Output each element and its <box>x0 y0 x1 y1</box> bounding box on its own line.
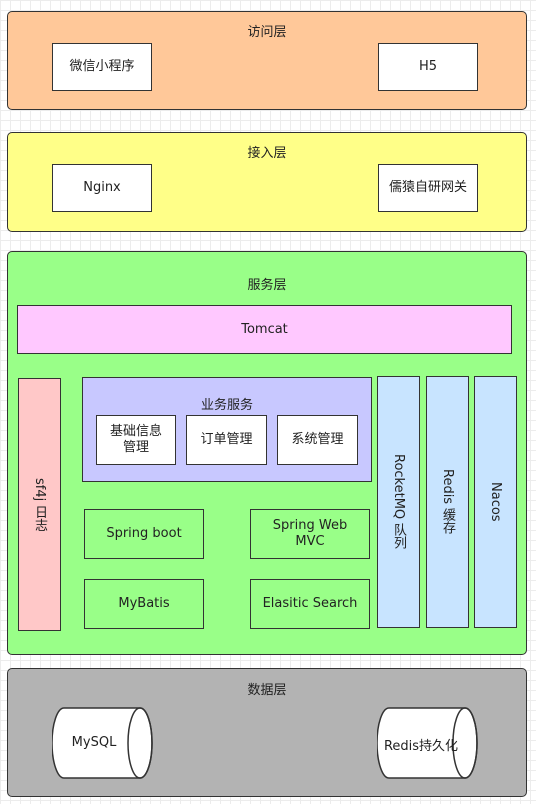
nacos-box: Nacos <box>474 376 517 628</box>
redis-cache-box: Redis 缓存 <box>426 376 469 628</box>
log-label: sf4j 日志 <box>32 477 47 532</box>
basic-info-label: 基础信息 管理 <box>109 424 162 455</box>
tomcat-label: Tomcat <box>241 322 288 337</box>
redis-cache-label: Redis 缓存 <box>440 469 455 535</box>
system-mgmt-box: 系统管理 <box>277 415 358 465</box>
redis-persist-label: Redis持久化 <box>383 739 459 754</box>
gateway-layer-title: 接入层 <box>247 146 287 161</box>
elasticsearch-box: Elasitic Search <box>250 579 370 629</box>
mybatis-box: MyBatis <box>84 579 204 629</box>
tomcat-box: Tomcat <box>17 305 512 354</box>
rocketmq-label: RocketMQ 队列 <box>391 454 406 550</box>
spring-web-mvc-label: Spring Web MVC <box>272 518 348 549</box>
data-layer-title: 数据层 <box>247 683 287 698</box>
service-layer-title: 服务层 <box>247 278 287 293</box>
nacos-label: Nacos <box>488 482 503 522</box>
mysql-cylinder-icon <box>52 707 153 779</box>
custom-gateway-box: 儒猿自研网关 <box>378 164 478 212</box>
basic-info-box: 基础信息 管理 <box>96 415 176 465</box>
business-service-title: 业务服务 <box>200 398 253 413</box>
mysql-label: MySQL <box>71 735 117 750</box>
spring-web-mvc-box: Spring Web MVC <box>250 509 370 559</box>
spring-boot-box: Spring boot <box>84 509 204 559</box>
access-layer-title: 访问层 <box>247 25 287 40</box>
order-mgmt-box: 订单管理 <box>186 415 267 465</box>
nginx-box: Nginx <box>52 164 152 212</box>
log-box: sf4j 日志 <box>18 378 61 631</box>
wechat-miniprogram-box: 微信小程序 <box>52 43 152 91</box>
rocketmq-box: RocketMQ 队列 <box>377 376 420 628</box>
redis-persist-cylinder-icon <box>377 707 478 779</box>
h5-box: H5 <box>378 43 478 91</box>
